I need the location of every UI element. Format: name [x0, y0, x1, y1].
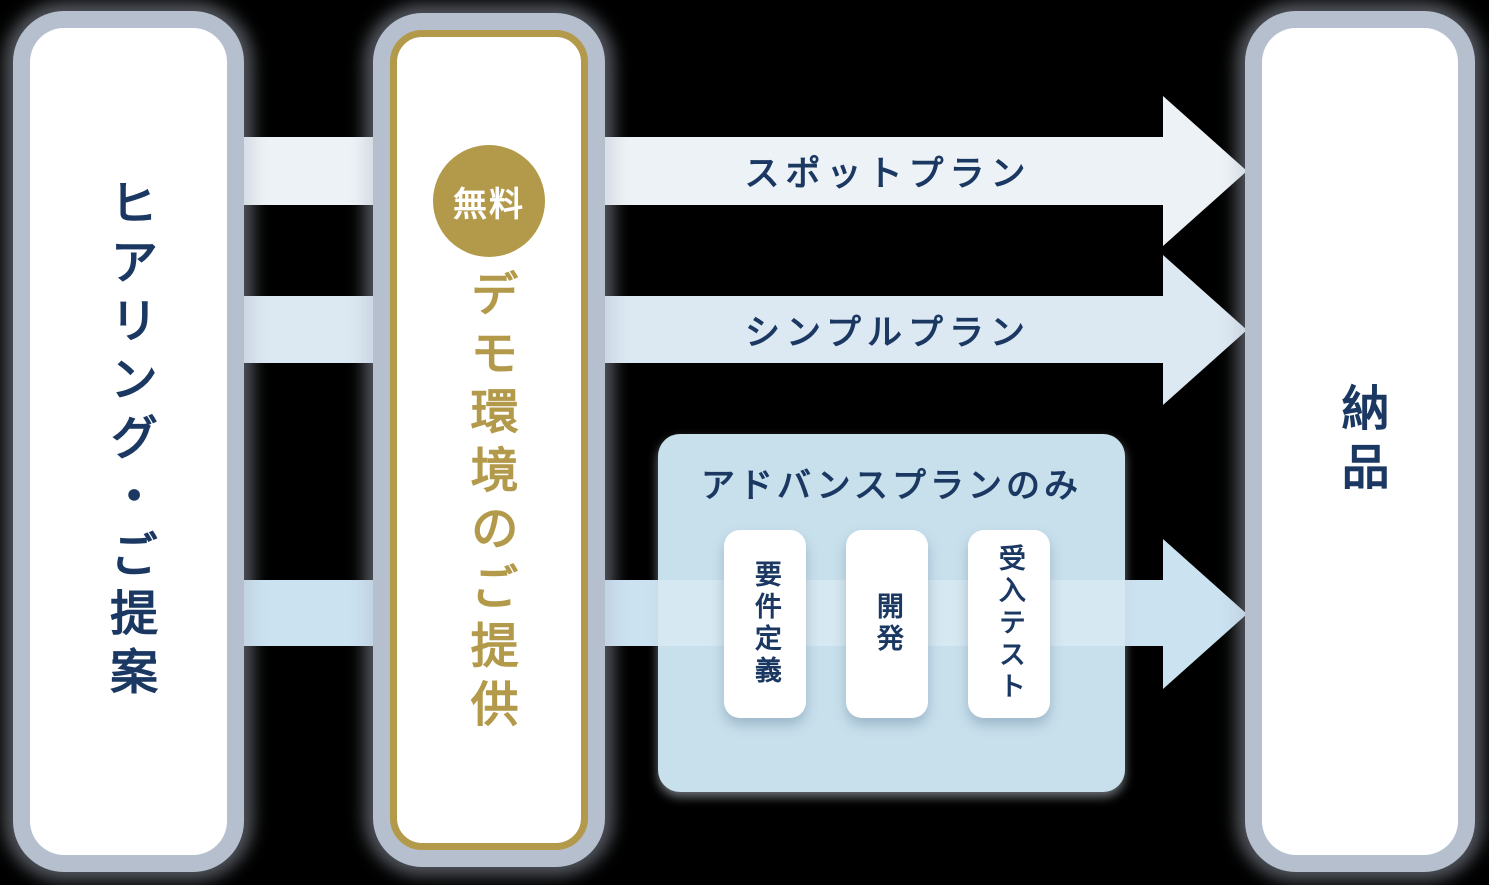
spot-plan-arrow: スポットプラン — [225, 137, 1165, 205]
step-acceptance-test-label: 受入テスト — [994, 544, 1025, 704]
advance-plan-arrowhead-icon — [1163, 539, 1247, 689]
simple-plan-arrowhead-icon — [1163, 255, 1247, 405]
stage-hearing-card: ヒアリング・ご提案 — [30, 28, 227, 855]
free-badge: 無料 — [433, 145, 545, 257]
stage-delivery-card: 納品 — [1262, 28, 1458, 855]
advance-plan-box: アドバンスプランのみ 要件定義 開発 受入テスト — [658, 434, 1125, 792]
stage-delivery-label: 納品 — [1333, 382, 1387, 501]
step-acceptance-test-card: 受入テスト — [968, 530, 1050, 718]
step-development-card: 開発 — [846, 530, 928, 718]
stage-demo-card: 無料 デモ環境のご提供 — [390, 30, 588, 850]
spot-plan-arrowhead-icon — [1163, 96, 1247, 246]
step-development-label: 開発 — [872, 592, 903, 656]
stage-demo-label: デモ環境のご提供 — [462, 269, 516, 738]
step-requirements-label: 要件定義 — [750, 560, 781, 688]
free-badge-label: 無料 — [453, 185, 525, 224]
spot-plan-label: スポットプラン — [744, 154, 1032, 194]
simple-plan-arrow: シンプルプラン — [225, 296, 1165, 363]
simple-plan-label: シンプルプラン — [745, 313, 1031, 352]
step-requirements-card: 要件定義 — [724, 530, 806, 718]
advance-plan-label: アドバンスプランのみ — [700, 467, 1083, 505]
stage-hearing-label: ヒアリング・ご提案 — [102, 177, 156, 706]
